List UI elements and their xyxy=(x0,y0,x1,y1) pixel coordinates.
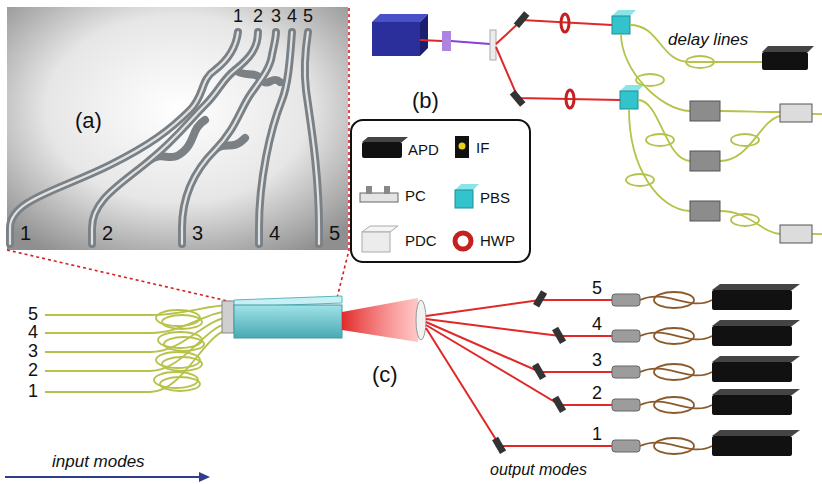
legend-text: PBS xyxy=(480,189,510,206)
port-number: 4 xyxy=(269,222,280,245)
caption-text: output modes xyxy=(490,461,587,479)
port-number: 2 xyxy=(102,222,113,245)
mode-number: 3 xyxy=(28,341,38,362)
mode-number: 1 xyxy=(592,424,602,445)
port-number: 3 xyxy=(192,222,203,245)
mode-number: 5 xyxy=(28,304,38,325)
legend-text: PC xyxy=(405,187,426,204)
panel-label: (b) xyxy=(412,88,439,113)
mode-number: 2 xyxy=(28,360,38,381)
mode-number: 3 xyxy=(592,350,602,371)
caption-text: delay lines xyxy=(668,30,748,50)
port-number: 2 xyxy=(253,6,263,27)
port-number: 1 xyxy=(20,222,31,245)
mode-number: 4 xyxy=(28,322,38,343)
legend-text: PDC xyxy=(405,232,437,249)
mode-number: 4 xyxy=(592,314,602,335)
port-number: 1 xyxy=(233,6,243,27)
legend-text: IF xyxy=(476,139,489,156)
port-number: 5 xyxy=(303,6,313,27)
mode-number: 5 xyxy=(592,278,602,299)
mode-number: 1 xyxy=(28,381,38,402)
caption-text: input modes xyxy=(52,452,145,472)
mode-number: 2 xyxy=(592,383,602,404)
port-number: 3 xyxy=(271,6,281,27)
legend-text: HWP xyxy=(480,232,515,249)
legend-text: APD xyxy=(408,141,439,158)
port-number: 5 xyxy=(329,222,340,245)
port-number: 4 xyxy=(287,6,297,27)
panel-label: (c) xyxy=(372,362,398,387)
panel-label: (a) xyxy=(75,108,102,133)
